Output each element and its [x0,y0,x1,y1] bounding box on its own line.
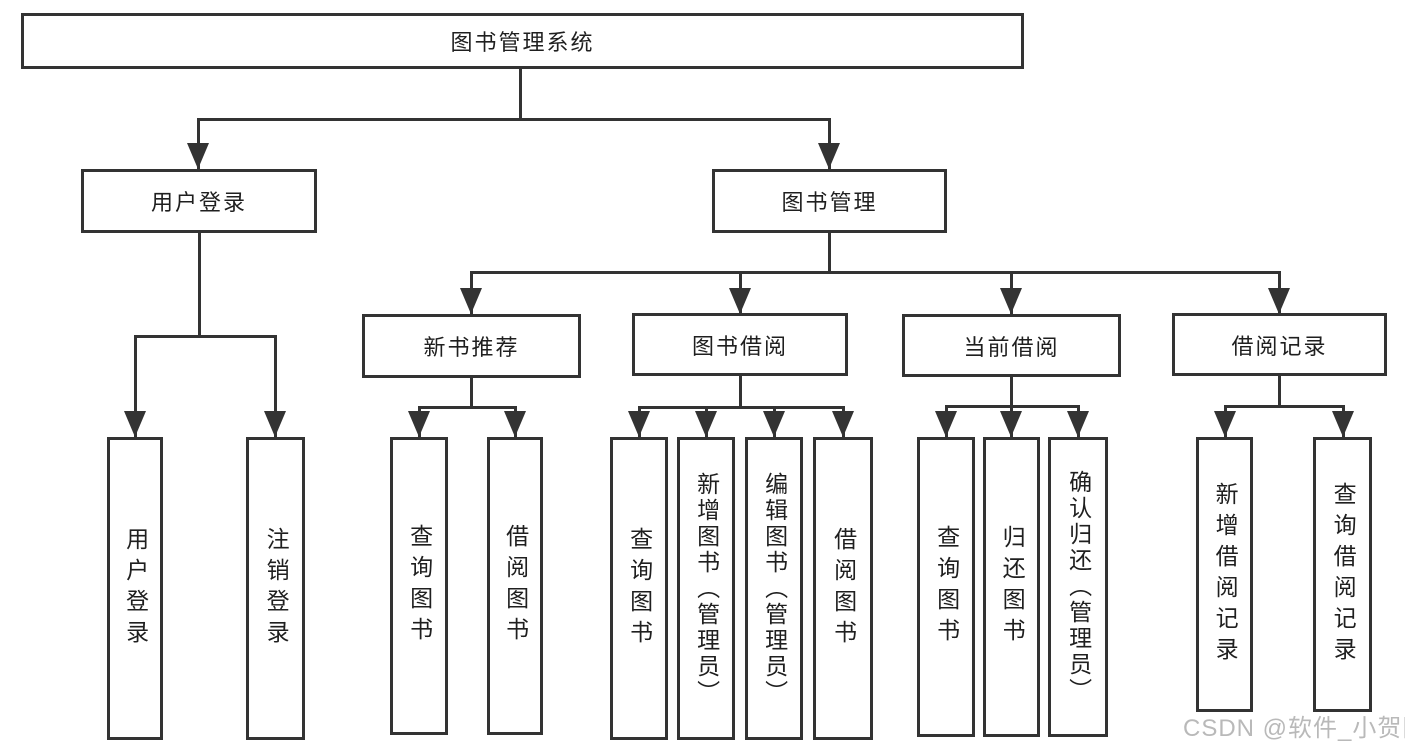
connector-line [418,406,517,409]
connector-line [1278,376,1281,407]
node-new-book-recommend: 新书推荐 [362,314,581,378]
connector-line [470,377,473,408]
arrowhead-icon [818,143,840,169]
arrowhead-icon [1000,411,1022,437]
connector-line [274,335,277,437]
connector-line [638,406,845,409]
node-current-borrow: 当前借阅 [902,314,1121,377]
leaf-user-login: 用户登录 [107,437,163,740]
leaf-borrow-book-recommend: 借阅图书 [487,437,543,735]
connector-line [828,233,831,274]
connector-line [198,233,201,337]
arrowhead-icon [187,143,209,169]
leaf-add-borrow-record: 新增借阅记录 [1196,437,1253,712]
arrowhead-icon [1214,411,1236,437]
node-user-login: 用户登录 [81,169,317,233]
node-book-borrow: 图书借阅 [632,313,848,376]
arrowhead-icon [1000,288,1022,314]
node-borrow-records: 借阅记录 [1172,313,1387,376]
arrowhead-icon [124,411,146,437]
arrowhead-icon [460,288,482,314]
arrowhead-icon [1067,411,1089,437]
arrowhead-icon [1268,288,1290,314]
arrowhead-icon [628,411,650,437]
leaf-query-borrow-record: 查询借阅记录 [1313,437,1372,712]
arrowhead-icon [832,411,854,437]
leaf-borrow-book-borrow: 借阅图书 [813,437,873,740]
leaf-query-book-recommend: 查询图书 [390,437,448,735]
arrowhead-icon [935,411,957,437]
connector-line [1010,377,1013,407]
leaf-logout: 注销登录 [246,437,305,740]
leaf-return-book: 归还图书 [983,437,1040,737]
arrowhead-icon [695,411,717,437]
leaf-query-book-borrow: 查询图书 [610,437,668,740]
node-book-management: 图书管理 [712,169,947,233]
arrowhead-icon [1332,411,1354,437]
leaf-edit-book-admin: 编辑图书（管理员） [745,437,803,740]
arrowhead-icon [763,411,785,437]
watermark: CSDN @软件_小贺同学 [1183,715,1405,742]
connector-line [739,376,742,408]
arrowhead-icon [408,411,430,437]
leaf-query-book-current: 查询图书 [917,437,975,737]
connector-line [197,118,831,121]
connector-line [134,335,137,437]
node-root: 图书管理系统 [21,13,1024,69]
arrowhead-icon [504,411,526,437]
connector-line [519,67,522,120]
connector-line [134,335,276,338]
arrowhead-icon [264,411,286,437]
leaf-add-book-admin: 新增图书（管理员） [677,437,735,740]
leaf-confirm-return-admin: 确认归还（管理员） [1048,437,1108,737]
connector-line [470,271,1281,274]
arrowhead-icon [729,288,751,314]
connector-line [1224,405,1345,408]
